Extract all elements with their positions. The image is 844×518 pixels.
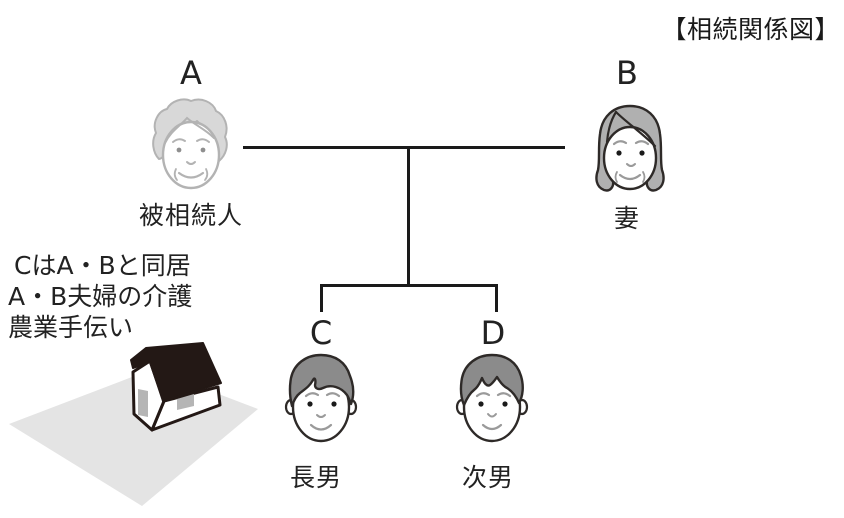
house-icon [130,342,222,432]
person-d-role: 次男 [461,463,514,492]
house-and-land-illustration [9,342,258,506]
note-line-1: CはA・Bと同居 [14,251,191,280]
young-man-face-icon [455,353,529,443]
person-c-role: 長男 [289,463,342,492]
elderly-woman-face-icon [595,104,665,192]
person-c-letter: C [309,314,333,352]
sibling-line [320,284,498,287]
person-d-letter: D [480,314,506,352]
child-d-drop-line [495,284,498,312]
man-face-icon [284,353,358,443]
note-line-2: A・B夫婦の介護 [8,282,193,311]
parent-child-line [407,146,410,287]
person-a-role: 被相続人 [138,201,243,230]
marriage-line [243,146,565,149]
house-door [138,389,148,417]
note-about-c: CはA・Bと同居 A・B夫婦の介護 農業手伝い [8,250,192,343]
diagram-title: 【相続関係図】 [661,15,840,44]
note-line-3: 農業手伝い [8,313,134,342]
elderly-man-face-icon [152,98,228,190]
house-window [177,394,194,410]
house-roof [130,342,222,402]
person-a-letter: A [180,54,202,92]
person-b-role: 妻 [613,204,640,233]
person-b-letter: B [616,54,638,92]
child-c-drop-line [320,284,323,312]
